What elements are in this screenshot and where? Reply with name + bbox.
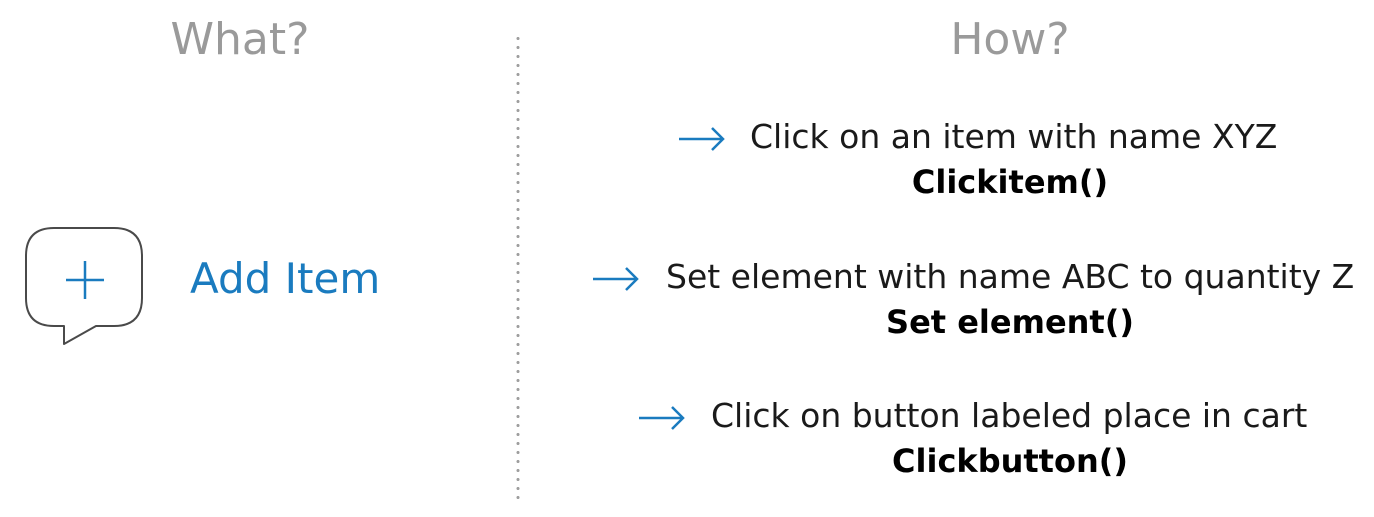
step-set-element: Set element with name ABC to quantity Z …	[560, 254, 1360, 354]
step-description: Set element with name ABC to quantity Z	[666, 257, 1355, 296]
plus-speech-bubble-icon	[24, 226, 146, 346]
add-item-label: Add Item	[190, 254, 381, 303]
arrow-right-icon	[593, 267, 639, 291]
step-description: Click on an item with name XYZ	[750, 117, 1278, 156]
step-function: Clickbutton()	[892, 442, 1128, 480]
step-clickitem: Click on an item with name XYZ Clickitem…	[560, 114, 1360, 214]
arrow-right-icon	[679, 127, 725, 151]
step-function: Set element()	[886, 303, 1134, 341]
step-function: Clickitem()	[911, 163, 1109, 201]
step-clickbutton: Click on button labeled place in cart Cl…	[560, 393, 1360, 493]
how-heading: How?	[950, 14, 1070, 65]
what-heading: What?	[170, 14, 310, 65]
arrow-right-icon	[639, 406, 685, 430]
step-description: Click on button labeled place in cart	[711, 396, 1308, 435]
dotted-divider	[516, 34, 520, 504]
